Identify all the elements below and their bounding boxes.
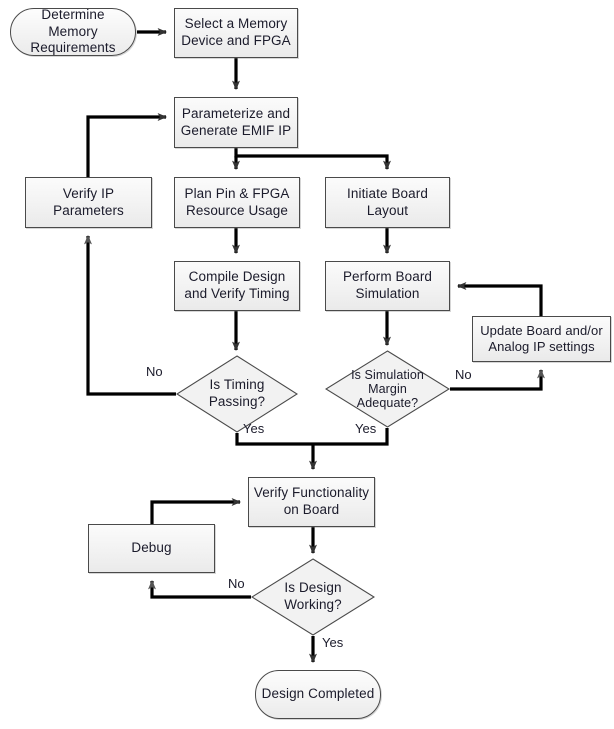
edge-label-timing-no: No <box>146 364 163 379</box>
node-is-design-working[interactable]: Is Design Working? <box>251 558 375 636</box>
node-compile-design-and-verify-timing[interactable]: Compile Design and Verify Timing <box>174 261 300 311</box>
diamond-shape-icon <box>325 350 450 428</box>
connector-design-no-to-debug <box>148 579 251 599</box>
node-determine-memory-requirements[interactable]: Determine Memory Requirements <box>10 6 136 56</box>
connector-margin-yes-merge <box>313 428 389 446</box>
node-label: Verify IP Parameters <box>53 185 124 218</box>
node-label: Update Board and/or Analog IP settings <box>480 322 603 354</box>
node-label: Is Design Working? <box>284 580 342 612</box>
connector-parameterize-split <box>234 148 391 171</box>
node-verify-ip-parameters[interactable]: Verify IP Parameters <box>25 177 152 228</box>
node-label: Select a Memory Device and FPGA <box>181 16 291 48</box>
edge-label-timing-yes: Yes <box>243 421 265 436</box>
node-is-timing-passing[interactable]: Is Timing Passing? <box>176 355 298 433</box>
node-label: Verify Functionality on Board <box>253 485 370 517</box>
diamond-shape-icon <box>176 355 298 433</box>
node-is-simulation-margin-adequate[interactable]: Is Simulation Margin Adequate? <box>325 350 450 428</box>
node-plan-pin-and-fpga-resource-usage[interactable]: Plan Pin & FPGA Resource Usage <box>174 177 300 228</box>
node-initiate-board-layout[interactable]: Initiate Board Layout <box>325 177 450 228</box>
node-select-memory-device-and-fpga[interactable]: Select a Memory Device and FPGA <box>174 8 298 58</box>
node-label: Compile Design and Verify Timing <box>184 269 290 301</box>
connector-debug-to-verify-functionality <box>150 498 242 524</box>
node-verify-functionality-on-board[interactable]: Verify Functionality on Board <box>248 477 375 527</box>
edge-label-design-no: No <box>228 576 245 591</box>
node-label: Parameterize and Generate EMIF IP <box>180 105 292 138</box>
diamond-shape-icon <box>251 558 375 636</box>
connector-timing-no-to-verify-ip <box>84 234 176 396</box>
node-design-completed[interactable]: Design Completed <box>255 670 381 719</box>
connector-margin-no-to-update <box>450 368 545 391</box>
edge-label-design-yes: Yes <box>322 635 344 650</box>
node-perform-board-simulation[interactable]: Perform Board Simulation <box>325 261 450 311</box>
node-label: Determine Memory Requirements <box>30 6 116 56</box>
node-label: Debug <box>131 540 172 556</box>
edge-label-simulation-yes: Yes <box>355 421 377 436</box>
node-debug[interactable]: Debug <box>88 524 215 573</box>
node-label: Is Timing Passing? <box>208 377 266 409</box>
node-label: Perform Board Simulation <box>342 269 433 301</box>
connector-update-to-simulation <box>456 282 543 316</box>
node-label: Plan Pin & FPGA Resource Usage <box>184 185 290 218</box>
edge-label-simulation-no: No <box>455 367 472 382</box>
node-label: Is Simulation Margin Adequate? <box>351 368 424 410</box>
node-update-board-and-or-analog-ip-settings[interactable]: Update Board and/or Analog IP settings <box>472 316 611 362</box>
connector-verify-ip-to-parameterize <box>86 113 168 177</box>
node-parameterize-and-generate-emif-ip[interactable]: Parameterize and Generate EMIF IP <box>174 97 298 148</box>
node-label: Initiate Board Layout <box>347 185 428 218</box>
connector-timing-yes-merge <box>235 433 313 446</box>
node-label: Design Completed <box>261 686 375 702</box>
